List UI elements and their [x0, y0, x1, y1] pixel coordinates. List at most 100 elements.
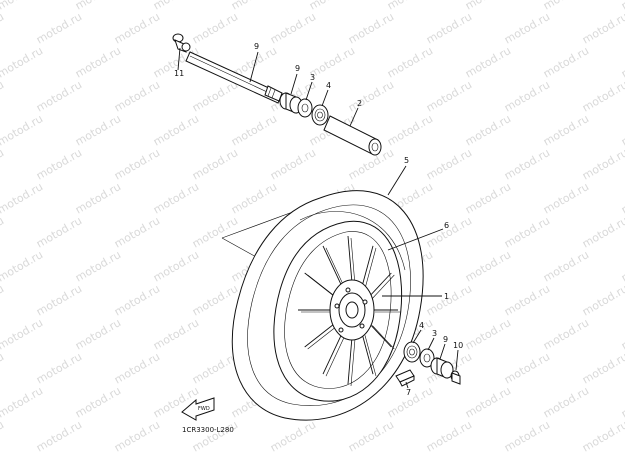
watermark-text: motod.ru — [73, 0, 123, 13]
spacer-tube — [323, 115, 382, 156]
spoke — [361, 245, 374, 287]
watermark-text: motod.ru — [0, 180, 45, 216]
watermark-text: motod.ru — [619, 316, 625, 352]
watermark-text: motod.ru — [502, 350, 552, 386]
front-axle — [185, 51, 283, 104]
cast-wheel — [273, 220, 403, 402]
wheel-spokes — [298, 235, 401, 387]
bearing-right — [311, 104, 329, 126]
watermark-text: motod.ru — [541, 384, 591, 420]
watermark-text: motod.ru — [463, 44, 513, 80]
spoke — [361, 333, 374, 375]
callout-7: 7 — [406, 388, 411, 397]
watermark-text: motod.ru — [0, 316, 45, 352]
callout-3-upper: 3 — [310, 73, 315, 82]
watermark-text: motod.ru — [190, 418, 240, 454]
watermark-text: motod.ru — [0, 112, 45, 148]
watermark-text: motod.ru — [580, 214, 625, 250]
spoke-edge — [325, 247, 346, 289]
watermark-text: motod.ru — [346, 10, 396, 46]
watermark-text: motod.ru — [502, 146, 552, 182]
watermark-text: motod.ru — [385, 112, 435, 148]
watermark-text: motod.ru — [73, 112, 123, 148]
watermark-text: motod.ru — [0, 146, 6, 182]
spoke-edge — [307, 325, 338, 350]
watermark-text: motod.ru — [0, 0, 45, 13]
watermark-text: motod.ru — [112, 282, 162, 318]
oil-seal-right — [297, 98, 313, 118]
callout-5: 5 — [404, 156, 409, 165]
watermark-text: motod.ru — [0, 78, 6, 114]
bearing-left — [403, 341, 421, 363]
watermark-text: motod.ru — [541, 248, 591, 284]
watermark-text: motod.ru — [346, 78, 396, 114]
watermark-text: motod.ru — [346, 418, 396, 454]
fwd-arrow-icon: FWD — [181, 397, 215, 421]
watermark-text: motod.ru — [385, 44, 435, 80]
watermark-text: motod.ru — [112, 10, 162, 46]
watermark-text: motod.ru — [73, 316, 123, 352]
watermark-text: motod.ru — [307, 0, 357, 13]
watermark-text: motod.ru — [502, 214, 552, 250]
watermark-text: motod.ru — [112, 146, 162, 182]
callout-4-upper: 4 — [326, 81, 331, 90]
watermark-text: motod.ru — [424, 78, 474, 114]
callout-6: 6 — [444, 221, 449, 230]
watermark-text: motod.ru — [385, 0, 435, 13]
watermark-text: motod.ru — [112, 350, 162, 386]
watermark-text: motod.ru — [73, 248, 123, 284]
watermark-text: motod.ru — [34, 146, 84, 182]
watermark-text: motod.ru — [619, 0, 625, 13]
callout-9-lower: 9 — [443, 335, 448, 344]
watermark-text: motod.ru — [580, 418, 625, 454]
spoke-edge — [372, 325, 395, 350]
watermark-text: motod.ru — [502, 78, 552, 114]
watermark-text: motod.ru — [580, 10, 625, 46]
watermark-text: motod.ru — [34, 282, 84, 318]
watermark-text: motod.ru — [619, 180, 625, 216]
watermark-text: motod.ru — [190, 214, 240, 250]
callout-9-upper: 9 — [295, 64, 300, 73]
watermark-text: motod.ru — [541, 0, 591, 13]
watermark-text: motod.ru — [73, 384, 123, 420]
watermark-text: motod.ru — [424, 10, 474, 46]
meter-gear-bracket — [395, 369, 415, 387]
watermark-text: motod.ru — [268, 418, 318, 454]
watermark-text: motod.ru — [229, 0, 279, 13]
callout-3-lower: 3 — [432, 329, 437, 338]
collar-right — [279, 92, 303, 114]
watermark-text: motod.ru — [502, 10, 552, 46]
watermark-text: motod.ru — [580, 78, 625, 114]
watermark-text: motod.ru — [0, 350, 6, 386]
watermark-text: motod.ru — [229, 180, 279, 216]
watermark-text: motod.ru — [151, 112, 201, 148]
spoke — [322, 245, 343, 287]
watermark-text: motod.ru — [112, 214, 162, 250]
spoke-edge — [325, 335, 346, 377]
watermark-text: motod.ru — [0, 282, 6, 318]
watermark-text: motod.ru — [541, 316, 591, 352]
watermark-text: motod.ru — [0, 248, 45, 284]
watermark-text: motod.ru — [0, 384, 45, 420]
spoke — [304, 323, 335, 348]
axle-head-bolt — [172, 33, 191, 53]
callout-2: 2 — [357, 99, 362, 108]
watermark-text: motod.ru — [424, 146, 474, 182]
watermark-text: motod.ru — [424, 282, 474, 318]
spoke — [368, 323, 392, 348]
leader-lines — [177, 47, 459, 389]
callout-4-lower: 4 — [419, 321, 424, 330]
spoke — [347, 235, 353, 284]
watermark-text: motod.ru — [73, 180, 123, 216]
callout-8: 9 — [254, 42, 259, 51]
fwd-label: FWD — [198, 406, 210, 412]
watermark-text: motod.ru — [0, 214, 6, 250]
watermark-text: motod.ru — [73, 44, 123, 80]
spoke-edge — [350, 338, 356, 387]
watermark-text: motod.ru — [268, 10, 318, 46]
watermark-text: motod.ru — [619, 384, 625, 420]
diagram-code: 1CR3300-L280 — [182, 426, 234, 434]
watermark-text: motod.ru — [190, 78, 240, 114]
watermark-text: motod.ru — [463, 248, 513, 284]
watermark-text: motod.ru — [190, 282, 240, 318]
